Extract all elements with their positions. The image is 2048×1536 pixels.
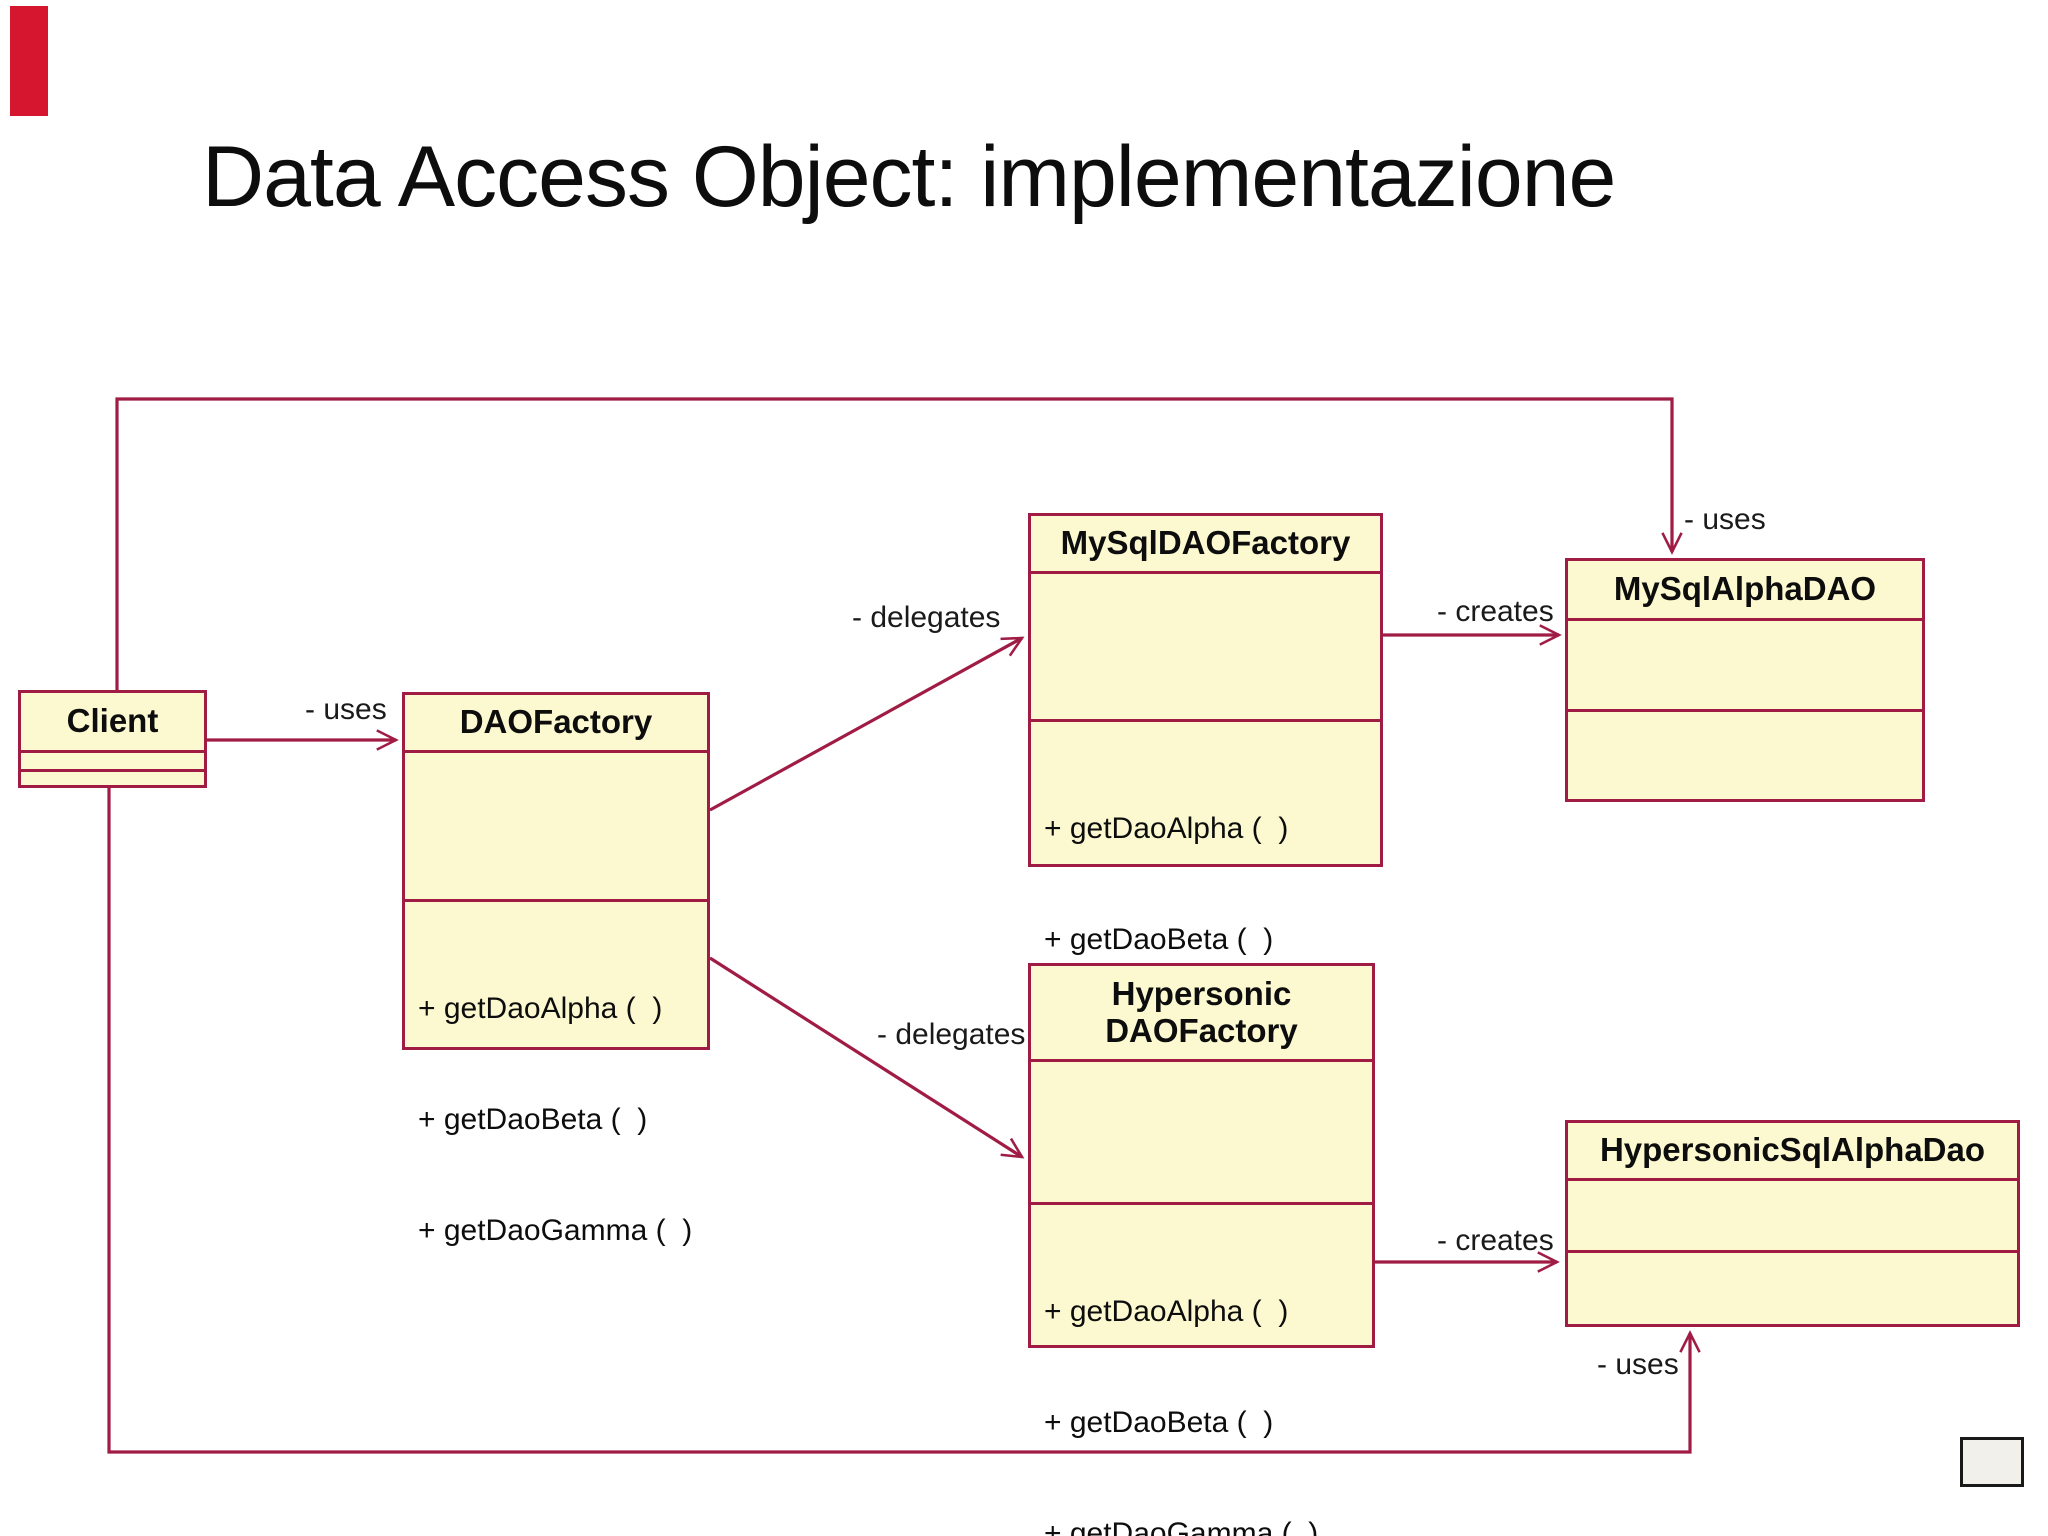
method-item: + getDaoBeta ( ) (1044, 1406, 1274, 1439)
class-title: Hypersonic DAOFactory (1031, 966, 1372, 1062)
class-title-line: Hypersonic (1111, 974, 1292, 1012)
method-item: + getDaoAlpha ( ) (1044, 812, 1289, 845)
edge-label-uses: - uses (305, 693, 387, 726)
methods-compartment (21, 772, 204, 785)
method-item: + getDaoAlpha ( ) (418, 992, 663, 1025)
edge-label-delegates: - delegates (877, 1018, 1026, 1051)
class-title: DAOFactory (405, 695, 707, 753)
edge-client-uses-mysql-alpha (115, 397, 1683, 690)
slide-number-placeholder (1960, 1437, 2024, 1487)
attributes-compartment (1031, 574, 1380, 722)
edge-label-delegates: - delegates (852, 601, 1001, 634)
class-box-client: Client (18, 690, 207, 788)
method-item: + getDaoBeta ( ) (418, 1103, 648, 1136)
red-accent-bar (10, 6, 48, 116)
methods-compartment (1568, 1253, 2017, 1324)
edge-factory-delegates-mysql (709, 636, 1025, 812)
edge-label-uses: - uses (1684, 503, 1766, 536)
edge-label-creates: - creates (1437, 595, 1554, 628)
methods-compartment: + getDaoAlpha ( ) + getDaoBeta ( ) + get… (405, 902, 707, 1323)
edge-factory-delegates-hypersonic (709, 956, 1025, 1159)
attributes-compartment (21, 753, 204, 772)
class-title-line: DAOFactory (1105, 1011, 1298, 1049)
attributes-compartment (1568, 1181, 2017, 1253)
attributes-compartment (1031, 1062, 1372, 1205)
class-box-mysql-alpha-dao: MySqlAlphaDAO (1565, 558, 1925, 802)
edge-label-creates: - creates (1437, 1224, 1554, 1257)
class-box-dao-factory: DAOFactory + getDaoAlpha ( ) + getDaoBet… (402, 692, 710, 1247)
method-item: + getDaoGamma ( ) (418, 1214, 693, 1247)
class-title: MySqlAlphaDAO (1568, 561, 1922, 621)
method-item: + getDaoGamma ( ) (1044, 1517, 1319, 1536)
attributes-compartment (405, 753, 707, 902)
method-item: + getDaoAlpha ( ) (1044, 1295, 1289, 1328)
methods-compartment (1568, 712, 1922, 799)
class-box-hypersonic-sql-alpha-dao: HypersonicSqlAlphaDao (1565, 1120, 2020, 1327)
method-item: + getDaoBeta ( ) (1044, 923, 1274, 956)
class-title: MySqlDAOFactory (1031, 516, 1380, 574)
edge-client-uses-hypersonic-alpha (107, 788, 1701, 1454)
class-title: HypersonicSqlAlphaDao (1568, 1123, 2017, 1181)
class-title: Client (21, 693, 204, 753)
class-box-hypersonic-dao-factory: Hypersonic DAOFactory + getDaoAlpha ( ) … (1028, 963, 1375, 1536)
edge-label-uses: - uses (1597, 1348, 1679, 1381)
attributes-compartment (1568, 621, 1922, 712)
methods-compartment: + getDaoAlpha ( ) + getDaoBeta ( ) + get… (1031, 1205, 1372, 1536)
class-box-mysql-dao-factory: MySqlDAOFactory + getDaoAlpha ( ) + getD… (1028, 513, 1383, 1067)
slide-title: Data Access Object: implementazione (202, 129, 1616, 225)
